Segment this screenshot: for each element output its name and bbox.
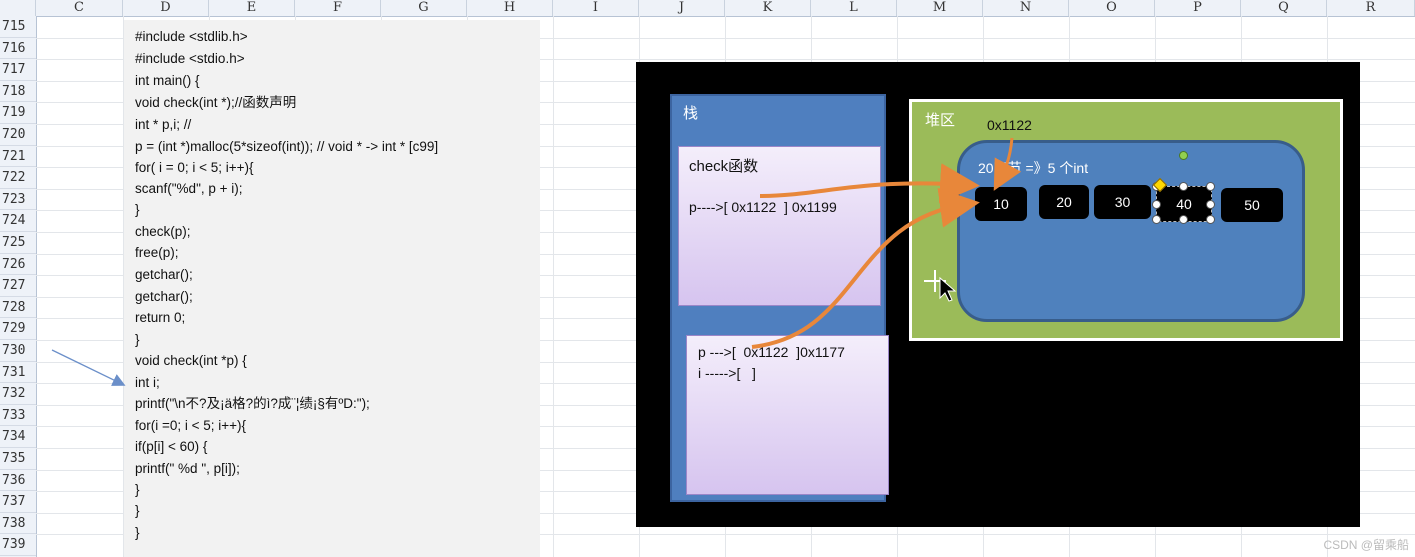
column-header[interactable]: I [553,0,639,16]
row-header[interactable]: 725 [0,232,36,254]
row-header-bar: 715 716 717 718 719 720 721 722 723 724 … [0,16,37,557]
resize-handle[interactable] [1152,200,1161,209]
column-header[interactable]: P [1155,0,1241,16]
rotate-handle[interactable] [1179,151,1188,160]
column-header[interactable]: Q [1241,0,1327,16]
heap-cell[interactable]: 10 [975,187,1027,221]
column-header[interactable]: M [897,0,983,16]
code-line: #include <stdlib.h> [135,29,248,44]
row-header[interactable]: 739 [0,534,36,556]
stack-title: 栈 [683,105,699,122]
row-header[interactable]: 730 [0,340,36,362]
row-header[interactable]: 731 [0,362,36,384]
resize-handle[interactable] [1179,215,1188,224]
row-header[interactable]: 728 [0,297,36,319]
code-line: int * p,i; // [135,117,192,132]
row-header[interactable]: 719 [0,102,36,124]
code-line: int main() { [135,73,200,88]
code-line: } [135,332,140,347]
column-header[interactable]: E [209,0,295,16]
row-header[interactable]: 720 [0,124,36,146]
arrow-main-to-heap [751,187,980,349]
check-function-frame[interactable]: check函数 p---->[ 0x1122 ] 0x1199 [678,146,881,306]
column-header[interactable]: L [811,0,897,16]
column-header-bar: C D E F G H I J K L M N O P Q R [0,0,1415,17]
column-header[interactable]: K [725,0,811,16]
column-header[interactable]: C [36,0,123,16]
column-header[interactable]: H [467,0,553,16]
arrow-check-to-heap [759,163,980,204]
row-header[interactable]: 734 [0,426,36,448]
row-header[interactable]: 729 [0,318,36,340]
resize-handle[interactable] [1206,215,1215,224]
check-frame-pointer: p---->[ 0x1122 ] 0x1199 [689,199,837,215]
row-header[interactable]: 733 [0,405,36,427]
heap-cell[interactable]: 20 [1039,185,1089,219]
row-header[interactable]: 716 [0,38,36,60]
row-header[interactable]: 735 [0,448,36,470]
row-header[interactable]: 721 [0,146,36,168]
code-line: check(p); [135,224,191,239]
select-all-corner[interactable] [0,0,36,16]
code-line: scanf("%d", p + i); [135,181,243,196]
heap-title: 堆区 [925,112,956,129]
heap-cell[interactable]: 50 [1221,188,1283,222]
code-line: return 0; [135,310,186,325]
resize-handle[interactable] [1206,182,1215,191]
arrow-address-to-cell [993,137,1022,191]
row-header[interactable]: 732 [0,383,36,405]
column-header[interactable]: J [639,0,725,16]
heap-cell[interactable]: 30 [1094,185,1151,219]
code-line: printf(" %d ", p[i]); [135,461,240,476]
row-header[interactable]: 738 [0,513,36,535]
heap-address: 0x1122 [987,117,1032,133]
row-header[interactable]: 737 [0,491,36,513]
code-line: #include <stdio.h> [135,51,245,66]
code-line: void check(int *p) { [135,353,247,368]
code-line: for(i =0; i < 5; i++){ [135,418,247,433]
code-line: getchar(); [135,267,193,282]
row-header[interactable]: 726 [0,254,36,276]
column-header[interactable]: F [295,0,381,16]
main-frame-index: i ----->[ ] [698,365,756,381]
check-frame-title: check函数 [689,158,759,175]
code-line: int i; [135,375,160,390]
row-header[interactable]: 718 [0,81,36,103]
code-line: for( i = 0; i < 5; i++){ [135,160,254,175]
row-header[interactable]: 736 [0,470,36,492]
row-header[interactable]: 715 [0,16,36,38]
row-header[interactable]: 717 [0,59,36,81]
resize-handle[interactable] [1152,215,1161,224]
column-header[interactable]: N [983,0,1069,16]
row-header[interactable]: 723 [0,189,36,211]
blue-pointer-arrow [51,349,126,386]
main-function-frame[interactable]: p --->[ 0x1122 ]0x1177 i ----->[ ] [686,335,889,495]
code-line: getchar(); [135,289,193,304]
column-header[interactable]: G [381,0,467,16]
row-header[interactable]: 727 [0,275,36,297]
column-header[interactable]: D [123,0,209,16]
move-cursor-icon [924,270,957,302]
row-header[interactable]: 724 [0,210,36,232]
code-line: if(p[i] < 60) { [135,439,208,454]
resize-handle[interactable] [1179,182,1188,191]
watermark: CSDN @留乘船 [1323,538,1409,552]
resize-handle[interactable] [1206,200,1215,209]
column-header[interactable]: O [1069,0,1155,16]
code-line: } [135,503,140,518]
row-header[interactable]: 722 [0,167,36,189]
code-line: void check(int *);//函数声明 [135,95,297,110]
code-line: } [135,482,140,497]
code-textbox[interactable] [124,20,540,557]
code-line: p = (int *)malloc(5*sizeof(int)); // voi… [135,139,439,154]
code-line: free(p); [135,245,179,260]
code-line: } [135,202,140,217]
code-line: } [135,525,140,540]
code-line: printf("\n不?及¡ä格?的ì?成¨¦绩¡§有ºD:"); [135,396,370,411]
